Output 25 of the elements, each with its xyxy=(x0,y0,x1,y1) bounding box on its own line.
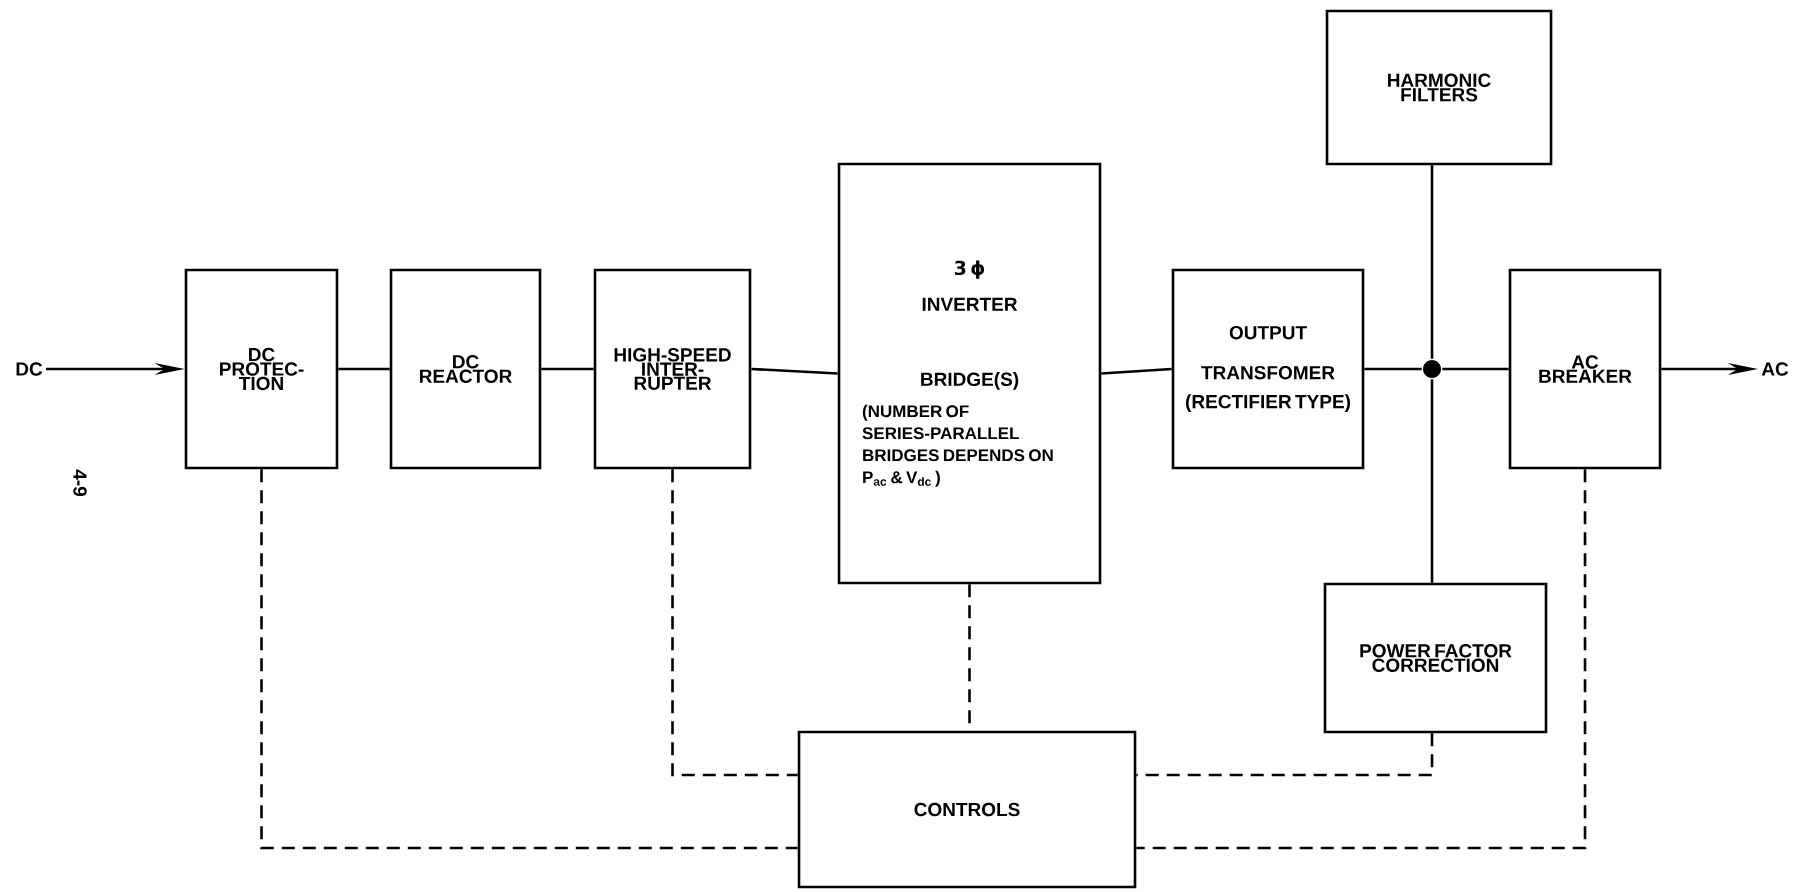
process-box: AC BREAKER xyxy=(1508,268,1662,470)
connector-line xyxy=(1101,367,1172,375)
connector-line xyxy=(1430,165,1434,359)
dashed-line xyxy=(1136,733,1434,777)
connector-line xyxy=(541,367,594,371)
process-box: DC PROTEC- TION xyxy=(184,268,339,470)
connector-line xyxy=(1430,379,1434,583)
dashed-line xyxy=(671,469,798,777)
process-box: POWER FACTOR CORRECTION xyxy=(1323,582,1548,734)
connector-line xyxy=(338,367,390,371)
process-box: 3 ϕ INVERTER BRIDGE(S) (NUMBER OF SERIES-PARALLEL BRIDGES DEPENDS ON P$_{ac}$ & V$_{dc}$ ) xyxy=(837,162,1102,585)
dashed-line xyxy=(260,469,798,850)
process-box: OUTPUT TRANSFOMER (RECTIFIER TYPE) xyxy=(1171,268,1365,470)
process-box: CONTROLS xyxy=(797,730,1137,889)
process-box: HIGH-SPEED INTER- RUPTER xyxy=(593,268,752,470)
process-box: HARMONIC FILTERS xyxy=(1325,9,1553,166)
terminal-label: AC xyxy=(1761,362,1789,376)
junction-dot xyxy=(1423,360,1441,378)
connector-line xyxy=(1364,367,1422,371)
page-number: 4-9 xyxy=(73,469,87,497)
process-box: DC REACTOR xyxy=(389,268,542,470)
connector-line xyxy=(751,367,838,375)
connector-line xyxy=(1442,367,1509,371)
dashed-line xyxy=(1136,469,1587,850)
terminal-label: DC xyxy=(16,362,43,376)
